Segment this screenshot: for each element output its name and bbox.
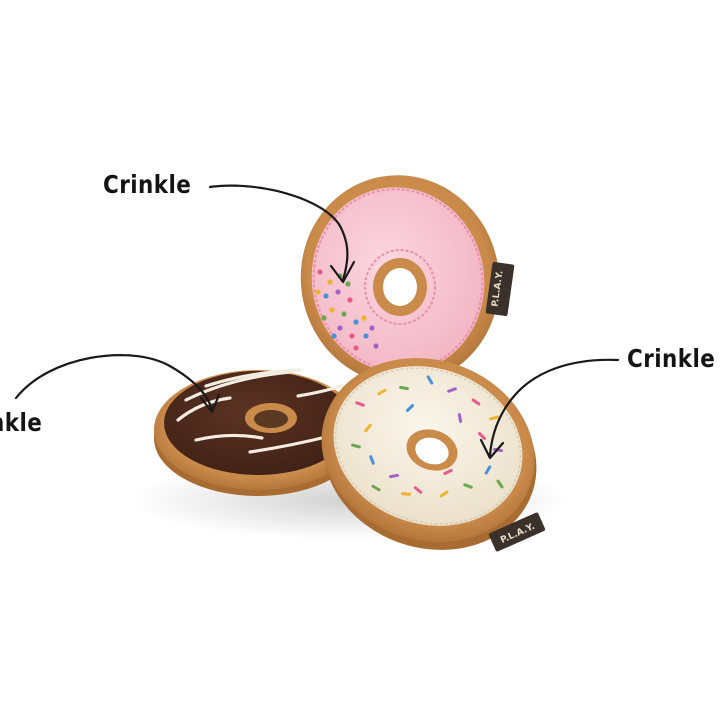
top-arrow [208,184,349,282]
sprinkle [317,269,323,275]
sprinkle [364,423,372,433]
sprinkle [489,415,499,421]
sprinkle [439,490,449,498]
right-arrowhead [479,438,505,460]
sprinkle [401,492,411,496]
sprinkle [443,469,453,475]
pink-donut-brand-tag: P.L.A.Y. [485,261,515,317]
sprinkle [337,325,343,331]
sprinkle [371,484,381,492]
sprinkle [353,345,359,351]
vanilla-donut-toy: P.L.A.Y. [321,358,546,552]
crinkle-label-right: Crinkle [627,344,716,373]
sprinkle [321,315,327,321]
sprinkle [361,315,367,321]
sprinkle [329,307,335,313]
sprinkle [327,279,333,285]
sprinkle [463,483,473,489]
sprinkle [347,297,353,303]
sprinkle [447,387,457,393]
sprinkle [369,325,375,331]
sprinkle [373,343,379,349]
sprinkle [353,319,359,325]
sprinkle [406,404,414,412]
sprinkle [484,465,492,475]
sprinkle [331,333,337,339]
sprinkle [341,311,347,317]
sprinkle [369,455,375,465]
sprinkle [355,401,365,407]
pink-donut-sprinkles [315,269,379,351]
left-arrow [14,354,214,412]
sprinkle [335,289,341,295]
sprinkle [351,443,361,449]
top-arrowhead [329,260,356,284]
sprinkle [471,398,481,406]
crinkle-label-top: Crinkle [103,170,192,199]
crinkle-label-left: Crinkle [0,408,43,437]
sprinkle [389,473,399,479]
sprinkle [399,385,409,391]
sprinkle [478,432,486,440]
sprinkle [413,486,423,494]
sprinkle [315,289,321,295]
sprinkle [377,388,387,396]
pink-donut-toy: P.L.A.Y. [300,175,515,385]
right-arrow [488,358,620,457]
sprinkle [363,333,369,339]
vanilla-donut-sprinkles [351,375,504,498]
left-arrowhead [199,393,221,414]
sprinkle [426,375,434,385]
callout-arrows [14,184,620,460]
sprinkle [457,413,463,423]
sprinkle [349,333,355,339]
sprinkle [345,281,351,287]
sprinkle [496,479,504,489]
sprinkle [323,293,329,299]
